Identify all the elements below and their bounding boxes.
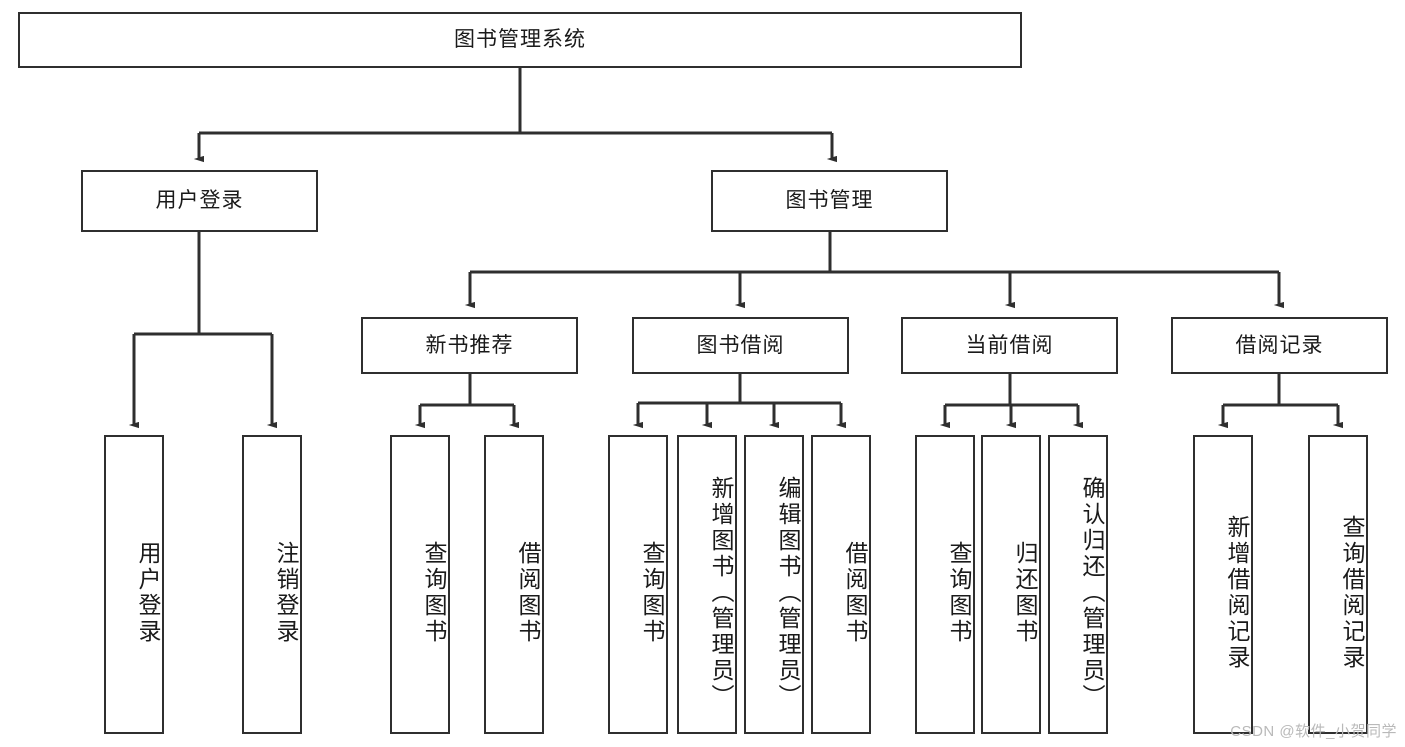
leaf-new-book-query-books[interactable]: 查询图书: [390, 435, 450, 734]
node-new-book-recommendation[interactable]: 新书推荐: [361, 317, 578, 374]
node-label: 查询图书: [946, 540, 972, 645]
leaf-user-login-logout[interactable]: 注销登录: [242, 435, 302, 734]
node-label: 新书推荐: [425, 333, 514, 357]
leaf-current-borrow-query-books[interactable]: 查询图书: [915, 435, 975, 734]
node-label: 借阅图书: [515, 540, 541, 645]
node-label: 用户登录: [135, 540, 161, 645]
node-label: 查询图书: [421, 540, 447, 645]
node-label: 图书管理系统: [454, 28, 586, 52]
node-user-login[interactable]: 用户登录: [81, 170, 318, 232]
leaf-book-borrow-query-books[interactable]: 查询图书: [608, 435, 668, 734]
node-label: 借阅图书: [842, 540, 868, 645]
leaf-book-borrow-edit-book-admin[interactable]: 编辑图书（管理员）: [744, 435, 804, 734]
node-borrow-records[interactable]: 借阅记录: [1171, 317, 1388, 374]
node-label: 归还图书: [1012, 540, 1038, 645]
leaf-new-book-borrow-books[interactable]: 借阅图书: [484, 435, 544, 734]
node-label: 新增借阅记录: [1224, 514, 1250, 671]
node-label: 新增图书（管理员）: [708, 475, 734, 710]
leaf-current-borrow-return-books[interactable]: 归还图书: [981, 435, 1041, 734]
node-book-management[interactable]: 图书管理: [711, 170, 948, 232]
node-label: 图书借阅: [696, 333, 785, 357]
node-label: 注销登录: [273, 540, 299, 645]
node-book-borrowing[interactable]: 图书借阅: [632, 317, 849, 374]
node-label: 查询图书: [639, 540, 665, 645]
node-root-book-management-system[interactable]: 图书管理系统: [18, 12, 1022, 68]
node-label: 图书管理: [785, 189, 874, 213]
leaf-current-borrow-confirm-return-admin[interactable]: 确认归还（管理员）: [1048, 435, 1108, 734]
node-label: 借阅记录: [1235, 333, 1324, 357]
node-current-borrowing[interactable]: 当前借阅: [901, 317, 1118, 374]
leaf-borrow-record-query-record[interactable]: 查询借阅记录: [1308, 435, 1368, 734]
leaf-borrow-record-add-record[interactable]: 新增借阅记录: [1193, 435, 1253, 734]
leaf-book-borrow-borrow-books[interactable]: 借阅图书: [811, 435, 871, 734]
node-label: 查询借阅记录: [1339, 514, 1365, 671]
node-label: 用户登录: [155, 189, 244, 213]
leaf-user-login-login[interactable]: 用户登录: [104, 435, 164, 734]
node-label: 编辑图书（管理员）: [775, 475, 801, 710]
node-label: 确认归还（管理员）: [1079, 475, 1105, 710]
leaf-book-borrow-add-book-admin[interactable]: 新增图书（管理员）: [677, 435, 737, 734]
node-label: 当前借阅: [965, 333, 1054, 357]
watermark: CSDN @软件_小贺同学: [1230, 723, 1397, 740]
